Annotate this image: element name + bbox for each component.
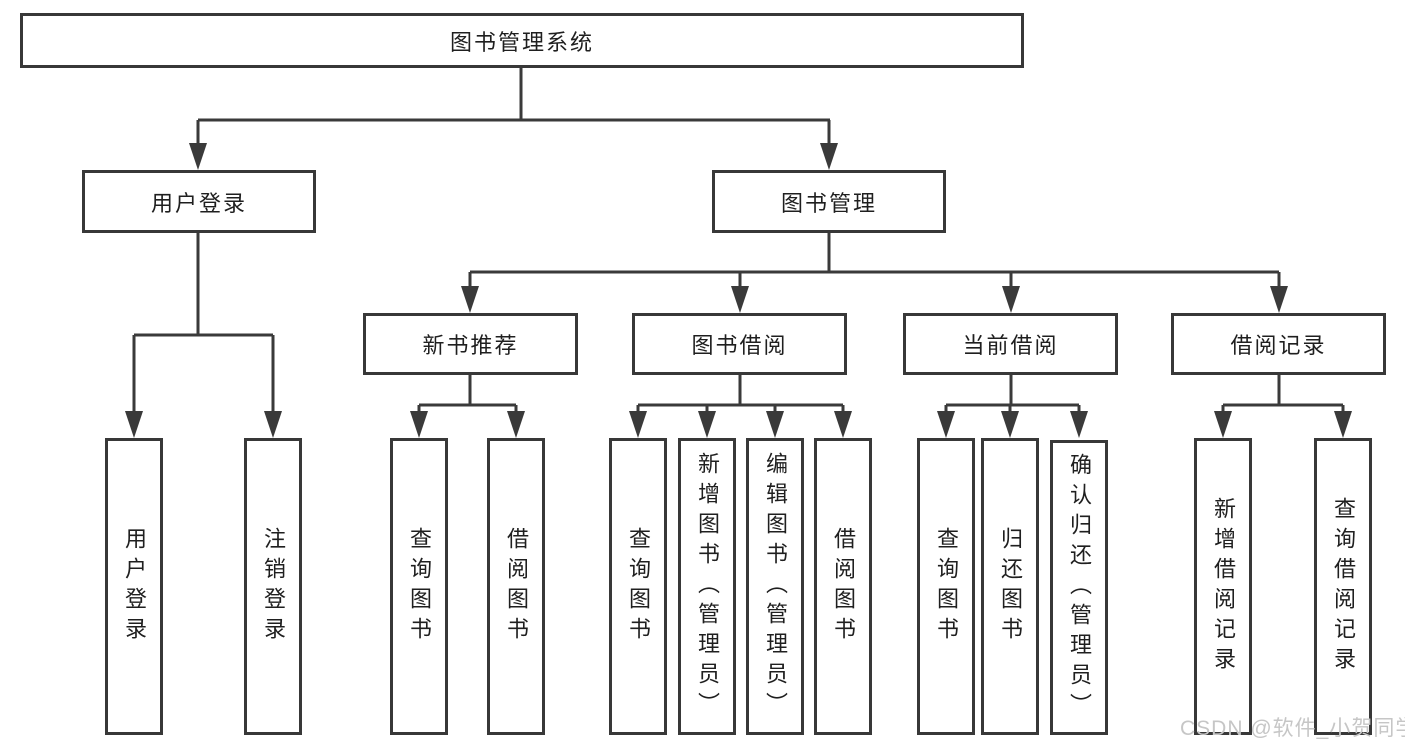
leaf-user-login: 用户登录 [105,438,163,735]
csdn-watermark: CSDN @软件_小贺同学 [1180,717,1405,740]
node-label: 查询图书 [934,526,959,647]
node-new-book-recommend: 新书推荐 [363,313,578,375]
node-label: 新增图书（管理员） [695,451,720,722]
node-label: 用户登录 [150,190,247,216]
node-label: 查询图书 [626,526,651,647]
node-book-management: 图书管理 [712,170,946,233]
leaf-query-borrow-record: 查询借阅记录 [1314,438,1372,735]
node-label: 借阅记录 [1230,333,1327,358]
node-current-borrow: 当前借阅 [903,313,1118,375]
node-user-login: 用户登录 [82,170,316,233]
leaf-add-books-admin: 新增图书（管理员） [678,438,736,735]
node-label: 用户登录 [122,526,147,647]
node-label: 新增借阅记录 [1211,496,1236,677]
leaf-borrow-books-recommend: 借阅图书 [487,438,545,735]
node-borrow-records: 借阅记录 [1171,313,1386,375]
leaf-query-books-recommend: 查询图书 [390,438,448,735]
node-label: 编辑图书（管理员） [763,451,788,722]
leaf-return-books: 归还图书 [981,438,1039,735]
node-label: 图书借阅 [691,333,788,358]
node-label: 借阅图书 [504,526,529,647]
node-label: 图书管理 [780,190,877,216]
node-label: 注销登录 [261,526,286,647]
node-label: 借阅图书 [831,526,856,647]
node-label: 图书管理系统 [449,29,594,55]
node-root-library-system: 图书管理系统 [20,13,1024,68]
node-label: 确认归还（管理员） [1067,452,1092,723]
leaf-query-books-current: 查询图书 [917,438,975,735]
leaf-logout: 注销登录 [244,438,302,735]
leaf-add-borrow-record: 新增借阅记录 [1194,438,1252,735]
node-label: 当前借阅 [962,333,1059,358]
leaf-edit-books-admin: 编辑图书（管理员） [746,438,804,735]
node-label: 查询图书 [407,526,432,647]
node-book-borrow: 图书借阅 [632,313,847,375]
node-label: 查询借阅记录 [1331,496,1356,677]
leaf-borrow-books: 借阅图书 [814,438,872,735]
node-label: 归还图书 [998,526,1023,647]
leaf-query-books-borrow: 查询图书 [609,438,667,735]
node-label: 新书推荐 [422,333,519,358]
leaf-confirm-return-admin: 确认归还（管理员） [1050,440,1108,735]
